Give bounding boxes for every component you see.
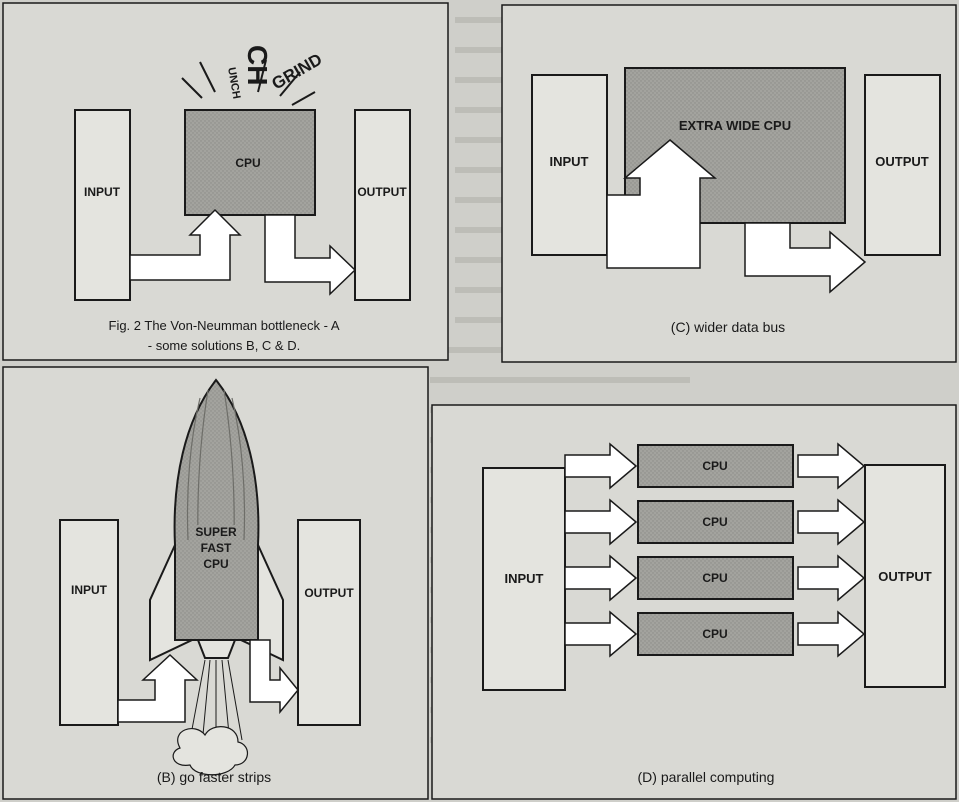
panel-b-output-box [297,519,361,726]
panel-c-output-box [864,74,941,256]
panel-a-impact-lines [181,59,316,106]
rocket-exhaust [189,659,243,748]
panel-c-arrow-cpu-to-output [744,222,867,294]
panel-d-cpu-label: CPU [702,571,727,585]
panel-a-output-box [354,109,411,301]
rocket-illustration: SUPER FAST CPU [149,378,284,776]
panel-d-cpu-box [637,444,794,488]
panel-a-sound-unch: UNCH [225,66,242,99]
panel-b-input-box [59,519,119,726]
panel-d-arrow-out [797,442,866,490]
panel-d-caption: (D) parallel computing [638,769,775,785]
panel-b-input-label: INPUT [71,583,108,597]
panel-d-input-label: INPUT [505,571,544,586]
panel-d-input-box [482,467,566,691]
panel-b-cpu-line2: FAST [201,541,232,555]
panel-d-output-label: OUTPUT [878,569,932,584]
rocket-nozzle [196,639,237,659]
panel-c-caption: (C) wider data bus [671,319,785,335]
rocket-exhaust-cloud [172,726,248,776]
panel-b-caption: (B) go faster strips [157,769,271,785]
panel-c-output-label: OUTPUT [875,154,929,169]
panel-a-sound-crunch: CH [242,45,273,85]
panel-d-arrow-in [564,498,638,546]
panel-a-output-label: OUTPUT [357,185,407,199]
panel-a-arrow-cpu-to-output [264,214,357,296]
panel-a-caption-line1: Fig. 2 The Von-Neumman bottleneck - A [109,318,340,333]
panel-c-input-box [531,74,608,256]
panel-d-arrow-out [797,498,866,546]
panel-d-arrow-out [797,554,866,602]
panel-d-cpu-label: CPU [702,459,727,473]
rocket-label-area [190,525,242,583]
panel-b-cpu-line3: CPU [203,557,228,571]
panel-b-arrow-cpu-to-output [249,639,299,715]
panel-a-input-label: INPUT [84,185,121,199]
panel-a-arrow-input-to-cpu [129,208,242,281]
panel-d-cpu-label: CPU [702,627,727,641]
panel-d-arrow-in [564,442,638,490]
panel-d-cpu-label: CPU [702,515,727,529]
panel-a-cpu-box [184,109,316,216]
panel-c-arrow-input-to-cpu [606,139,718,269]
panel-a-caption-line2: - some solutions B, C & D. [148,338,300,353]
panel-c-cpu-label: EXTRA WIDE CPU [679,118,791,133]
panel-d-arrow-out [797,610,866,658]
panel-d-cpu-box [637,556,794,600]
panel-d-cpu-box [637,612,794,656]
panel-d: INPUT OUTPUT CPU CPU CPU CPU (D) paralle… [431,404,957,800]
rocket-speed-stripes [186,389,246,541]
panel-a-input-box [74,109,131,301]
panel-a-cpu-label: CPU [235,156,260,170]
panel-d-cpu-box [637,500,794,544]
panel-d-arrow-in [564,610,638,658]
panel-b: INPUT OUTPUT SUPER FAST CPU [2,366,429,800]
panel-d-output-box [864,464,946,688]
panel-a: INPUT CPU OUTPUT CH UNCH GRIND Fig. 2 Th… [2,2,449,361]
panel-b-output-label: OUTPUT [304,586,354,600]
panel-b-arrow-input-to-cpu [117,653,199,723]
panel-b-cpu-line1: SUPER [195,525,237,539]
panel-c-input-label: INPUT [550,154,589,169]
panel-d-arrow-in [564,554,638,602]
panel-c: INPUT EXTRA WIDE CPU OUTPUT (C) wider da… [501,4,957,363]
